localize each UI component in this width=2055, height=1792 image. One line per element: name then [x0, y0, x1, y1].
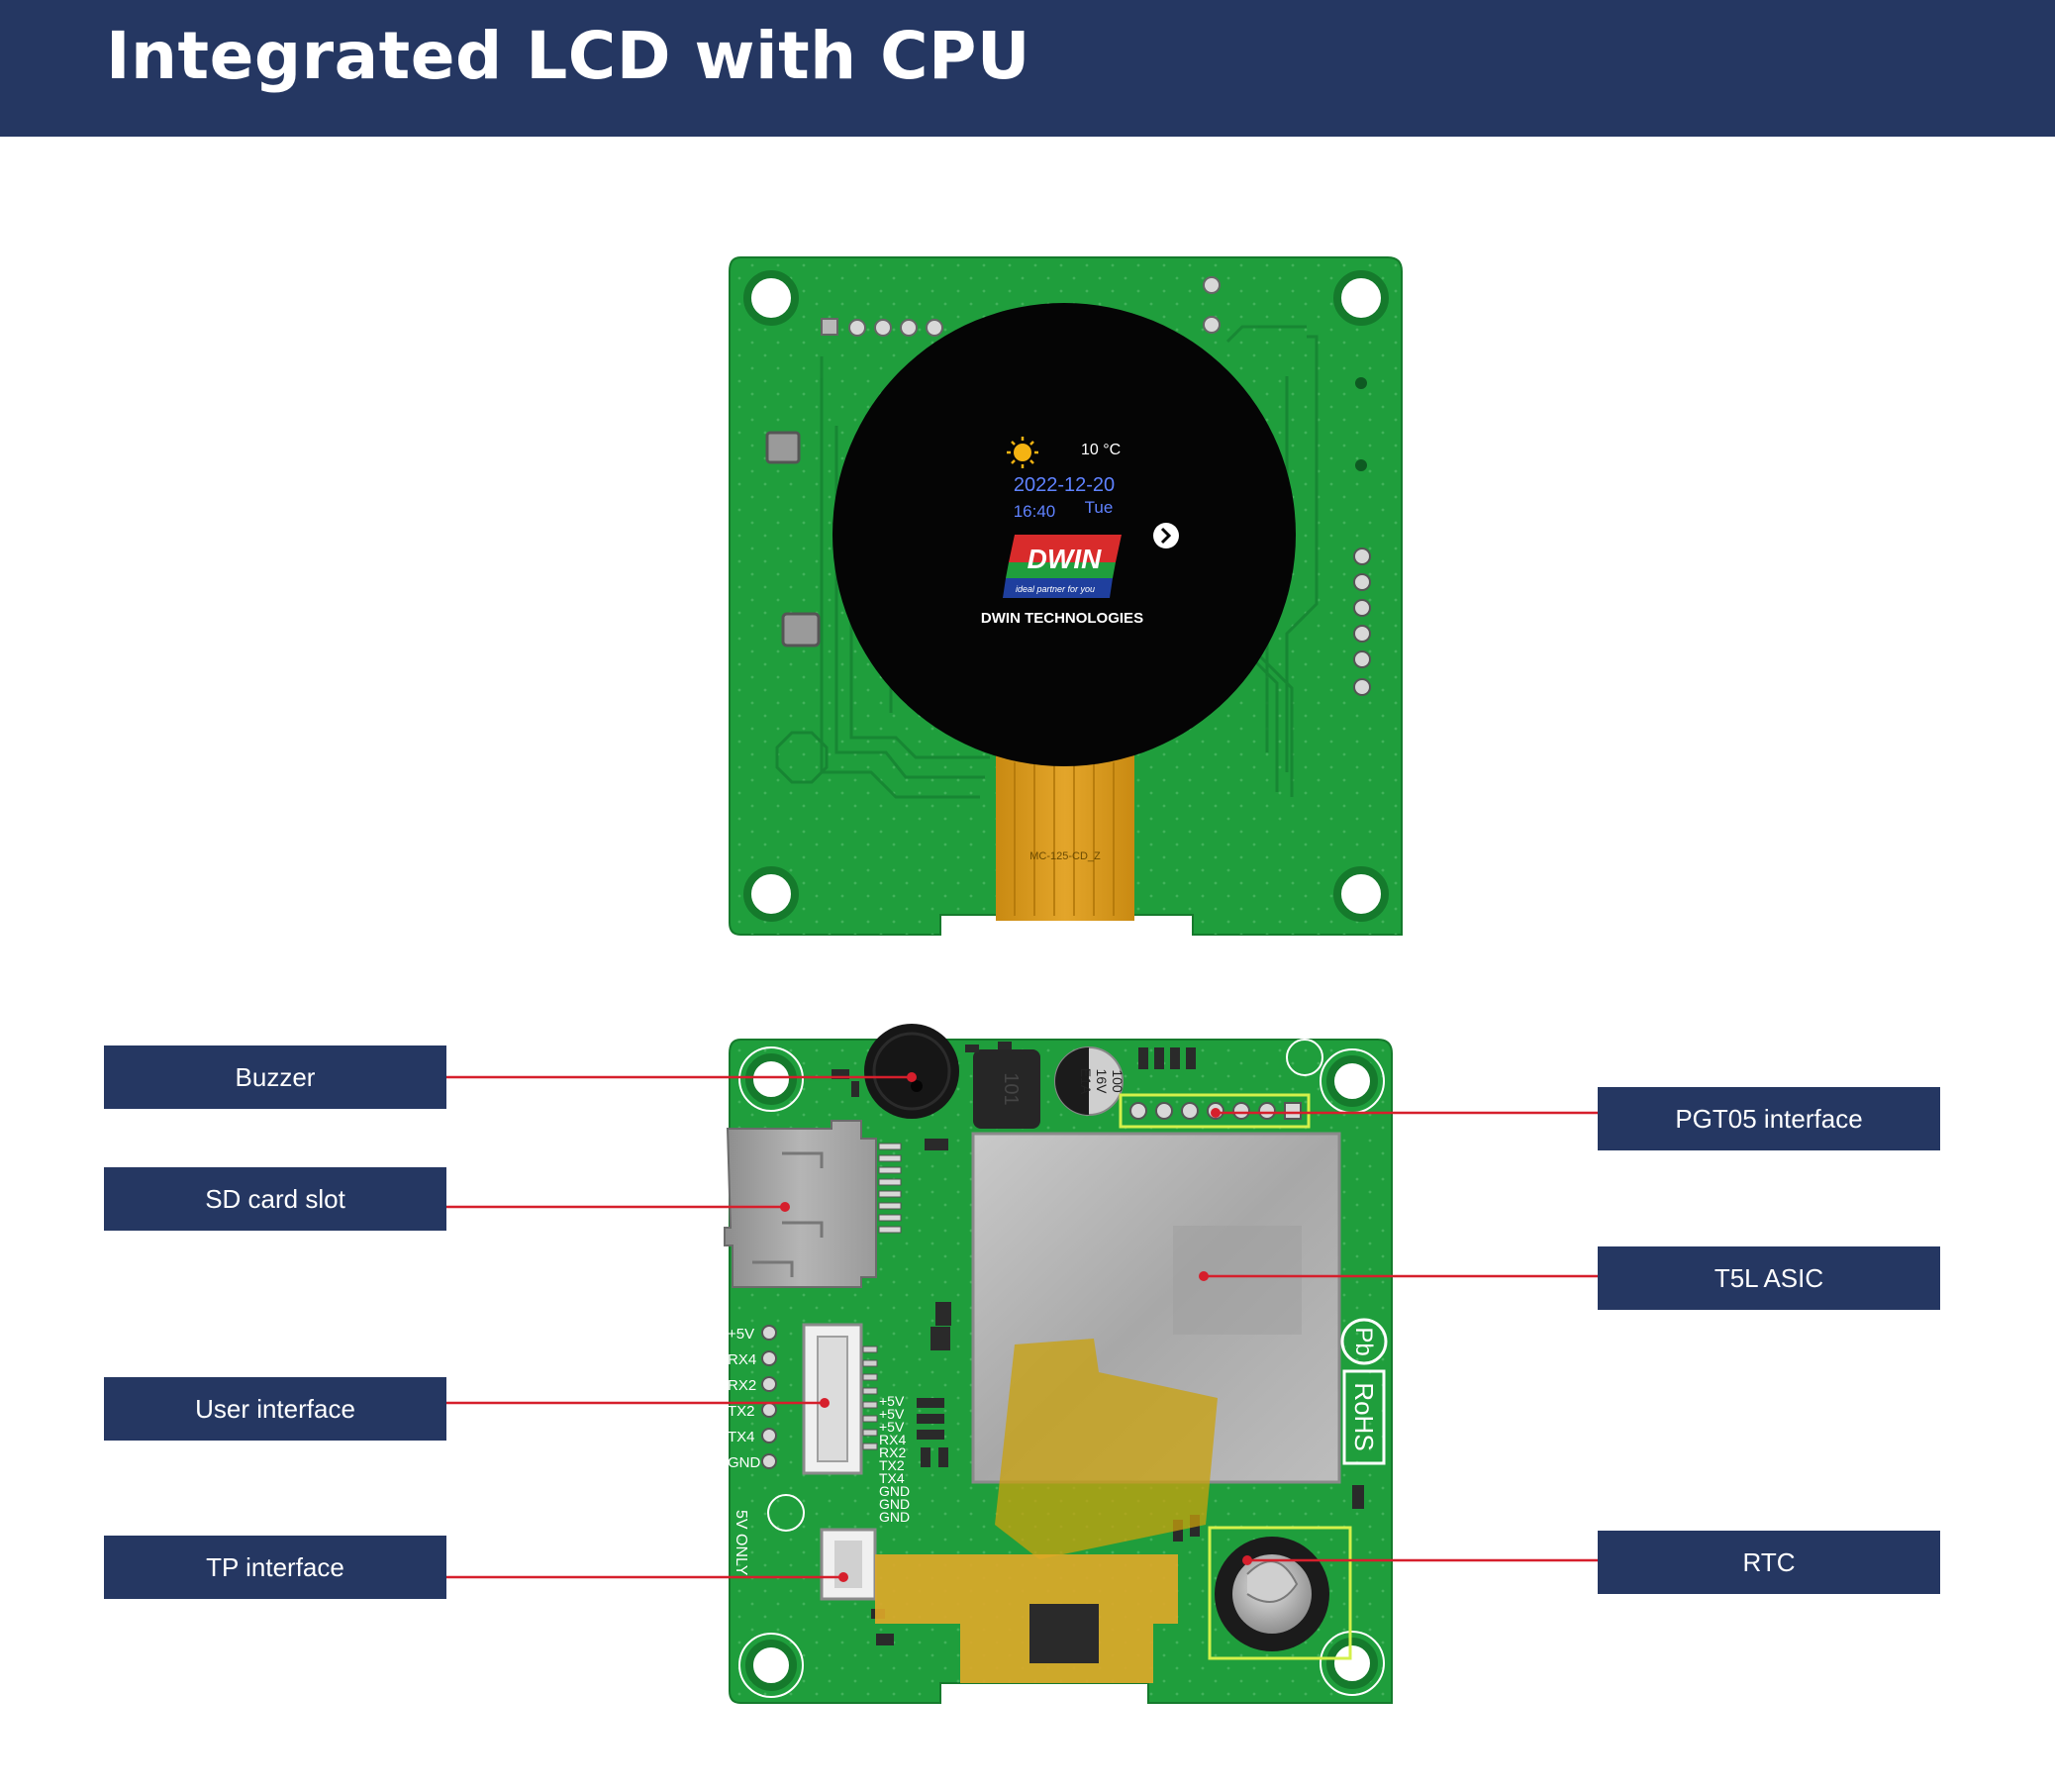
page-title: Integrated LCD with CPU [106, 18, 1030, 94]
back-mounting-hole-tl [738, 1046, 804, 1112]
dwin-logo: DWIN ideal partner for you [1003, 535, 1122, 598]
sun-icon [1007, 437, 1038, 468]
pin-label-right-1: +5V [879, 1393, 905, 1409]
ce-mark: CE [1390, 1247, 1456, 1330]
pin-label-right-8: GND [879, 1483, 910, 1499]
pin-label-right-10: GND [879, 1509, 910, 1525]
buzzer-component [864, 1024, 959, 1119]
label-sd-card-slot: SD card slot [104, 1167, 446, 1231]
user-interface-connector [802, 1323, 878, 1475]
capacitor-marking-3: E1A [1078, 1068, 1094, 1095]
back-mounting-hole-tr [1320, 1048, 1385, 1114]
label-buzzer: Buzzer [104, 1045, 446, 1109]
side-pads [1353, 377, 1371, 696]
label-user-interface: User interface [104, 1377, 446, 1441]
pb-mark: Pb [1350, 1327, 1377, 1355]
power-note: 5V ONLY [733, 1510, 749, 1576]
flex-marking: MC-125-CD_Z [1029, 850, 1101, 862]
label-rtc: RTC [1598, 1531, 1940, 1594]
t5l-asic-shield [971, 1132, 1341, 1559]
header-banner: Integrated LCD with CPU [0, 0, 2055, 137]
pin-label-left-5: TX4 [728, 1429, 755, 1445]
pin-label-right-6: TX2 [879, 1457, 905, 1473]
pin-label-right-9: GND [879, 1496, 910, 1512]
top-header-pads [821, 276, 1221, 337]
pin-label-right-2: +5V [879, 1406, 905, 1422]
left-pin-pads: +5V RX4 RX2 TX2 TX4 GND [728, 1325, 777, 1471]
label-tp-interface: TP interface [104, 1536, 446, 1599]
tp-connector [820, 1528, 877, 1601]
back-mounting-hole-br [1320, 1631, 1385, 1696]
pin-label-left-2: RX4 [728, 1351, 756, 1368]
weekday-readout: Tue [1085, 498, 1114, 517]
date-readout: 2022-12-20 [1014, 474, 1115, 496]
pin-label-right-5: RX2 [879, 1444, 906, 1460]
pin-label-left-1: +5V [728, 1326, 754, 1343]
time-readout: 16:40 [1014, 502, 1056, 521]
sd-card-slot [724, 1120, 902, 1288]
pin-label-left-6: GND [728, 1454, 761, 1471]
front-pcb: MC-125-CD_Z 10 °C 2022-12-20 16:40 Tue [729, 256, 1403, 936]
mounting-hole-top-left [743, 270, 799, 326]
mounting-hole-bottom-left [743, 866, 799, 922]
electrolytic-capacitor: 100 16V E1A [1054, 1046, 1125, 1116]
logo-wordmark: DWIN [1028, 544, 1102, 574]
pin-label-right-3: +5V [879, 1419, 905, 1435]
pin-label-right-4: RX4 [879, 1432, 906, 1447]
tp-flex-cable [875, 1554, 1178, 1683]
mounting-hole-top-right [1333, 270, 1389, 326]
certification-marks: CE Pb RoHS [1340, 1247, 1456, 1465]
capacitor-marking-2: 16V [1094, 1069, 1110, 1095]
label-pgt05-interface: PGT05 interface [1598, 1087, 1940, 1150]
lcd-flex-cable: MC-125-CD_Z [996, 752, 1134, 921]
next-arrow-icon[interactable] [1153, 523, 1179, 548]
inductor-component: 101 [973, 1049, 1040, 1129]
capacitor-marking-1: 100 [1110, 1069, 1125, 1093]
company-name: DWIN TECHNOLOGIES [981, 610, 1143, 627]
mounting-hole-bottom-right [1333, 866, 1389, 922]
rohs-mark: RoHS [1349, 1382, 1379, 1450]
pin-label-right-7: TX4 [879, 1470, 905, 1486]
pin-label-left-4: TX2 [728, 1403, 755, 1420]
leader-lines [445, 1072, 1598, 1582]
pin-label-left-3: RX2 [728, 1377, 756, 1394]
temperature-readout: 10 °C [1081, 442, 1121, 458]
back-mounting-hole-bl [738, 1633, 804, 1698]
rtc-battery [1208, 1526, 1352, 1660]
label-t5l-asic: T5L ASIC [1598, 1246, 1940, 1310]
inductor-marking: 101 [1000, 1072, 1022, 1105]
back-pcb: 101 100 16V E1A [724, 1024, 1456, 1704]
logo-tagline: ideal partner for you [1016, 584, 1095, 594]
right-pin-labels: +5V +5V +5V RX4 RX2 TX2 TX4 GND GND GND [879, 1393, 910, 1525]
round-lcd-display: 10 °C 2022-12-20 16:40 Tue DWIN ideal pa… [832, 303, 1296, 766]
